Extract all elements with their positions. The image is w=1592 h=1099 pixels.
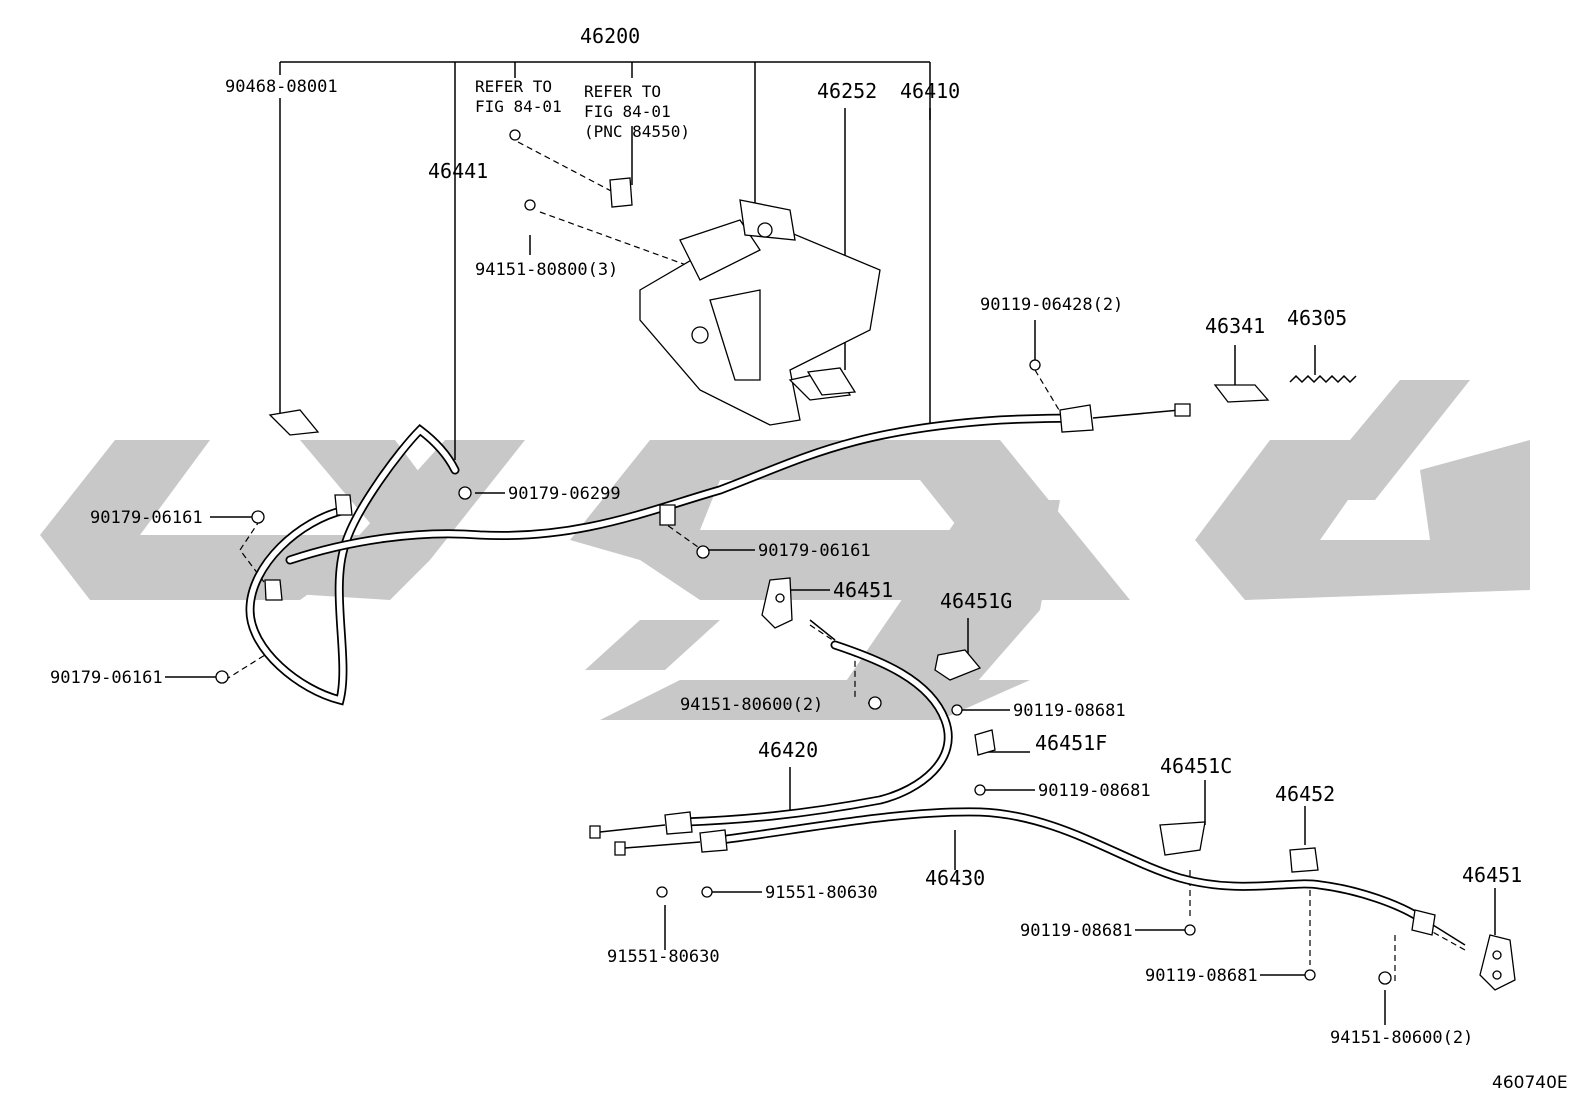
bracket-46451F [974, 729, 996, 756]
note-refer-b-line1: REFER TO [584, 82, 661, 101]
bracket-46252 [806, 367, 857, 396]
plate-90468 [268, 409, 320, 436]
label-91551-80630-b: 91551-80630 [607, 947, 720, 967]
rear-cable-46420 [589, 619, 953, 839]
label-90179-06299: 90179-06299 [508, 484, 621, 504]
label-94151-80600-2-b: 94151-80600(2) [1330, 1028, 1473, 1048]
bracket-46451-a [761, 577, 793, 629]
label-46441: 46441 [428, 159, 488, 183]
fasteners [215, 129, 1392, 985]
label-46305: 46305 [1287, 306, 1347, 330]
assembly-46200-bracket [279, 61, 931, 460]
label-90179-06161-c: 90179-06161 [50, 668, 163, 688]
note-refer-a-line1: REFER TO [475, 77, 552, 96]
note-refer-b-line3: (PNC 84550) [584, 122, 690, 141]
label-46451-b: 46451 [1462, 863, 1522, 887]
figure-id: 460740E [1492, 1073, 1568, 1093]
label-46451G: 46451G [940, 589, 1012, 613]
leader-lines [165, 98, 1496, 1025]
label-90179-06161-b: 90179-06161 [758, 541, 871, 561]
rear-cable-46430 [614, 807, 1466, 946]
bracket-46451-b [1479, 934, 1516, 991]
label-90179-06161-a: 90179-06161 [90, 508, 203, 528]
bracket-46451C [1159, 821, 1206, 856]
label-90119-06428-2: 90119-06428(2) [980, 295, 1123, 315]
note-refer-b-line2: FIG 84-01 [584, 102, 671, 121]
label-46430: 46430 [925, 866, 985, 890]
clamp-46452 [1289, 847, 1319, 873]
label-90119-08681-d: 90119-08681 [1145, 966, 1258, 986]
label-90468-08001: 90468-08001 [225, 77, 338, 97]
small-parts [268, 367, 1516, 991]
note-refer-a-line2: FIG 84-01 [475, 97, 562, 116]
label-46451C: 46451C [1160, 754, 1232, 778]
front-cable-46410 [245, 403, 1191, 706]
spring-46305 [1289, 374, 1357, 384]
label-90119-08681-c: 90119-08681 [1020, 921, 1133, 941]
assembly-label: 46200 [580, 24, 640, 48]
label-91551-80630-a: 91551-80630 [765, 883, 878, 903]
bracket-46451G [934, 649, 982, 681]
label-46451F: 46451F [1035, 731, 1107, 755]
label-90119-08681-b: 90119-08681 [1038, 781, 1151, 801]
label-46341: 46341 [1205, 314, 1265, 338]
equalizer-46341 [1213, 384, 1270, 403]
label-90119-08681-a: 90119-08681 [1013, 701, 1126, 721]
label-46252: 46252 [817, 79, 877, 103]
label-46451-a: 46451 [833, 578, 893, 602]
label-94151-80800-3: 94151-80800(3) [475, 260, 618, 280]
label-94151-80600-2-a: 94151-80600(2) [680, 695, 823, 715]
label-46410: 46410 [900, 79, 960, 103]
label-46420: 46420 [758, 738, 818, 762]
label-46452: 46452 [1275, 782, 1335, 806]
